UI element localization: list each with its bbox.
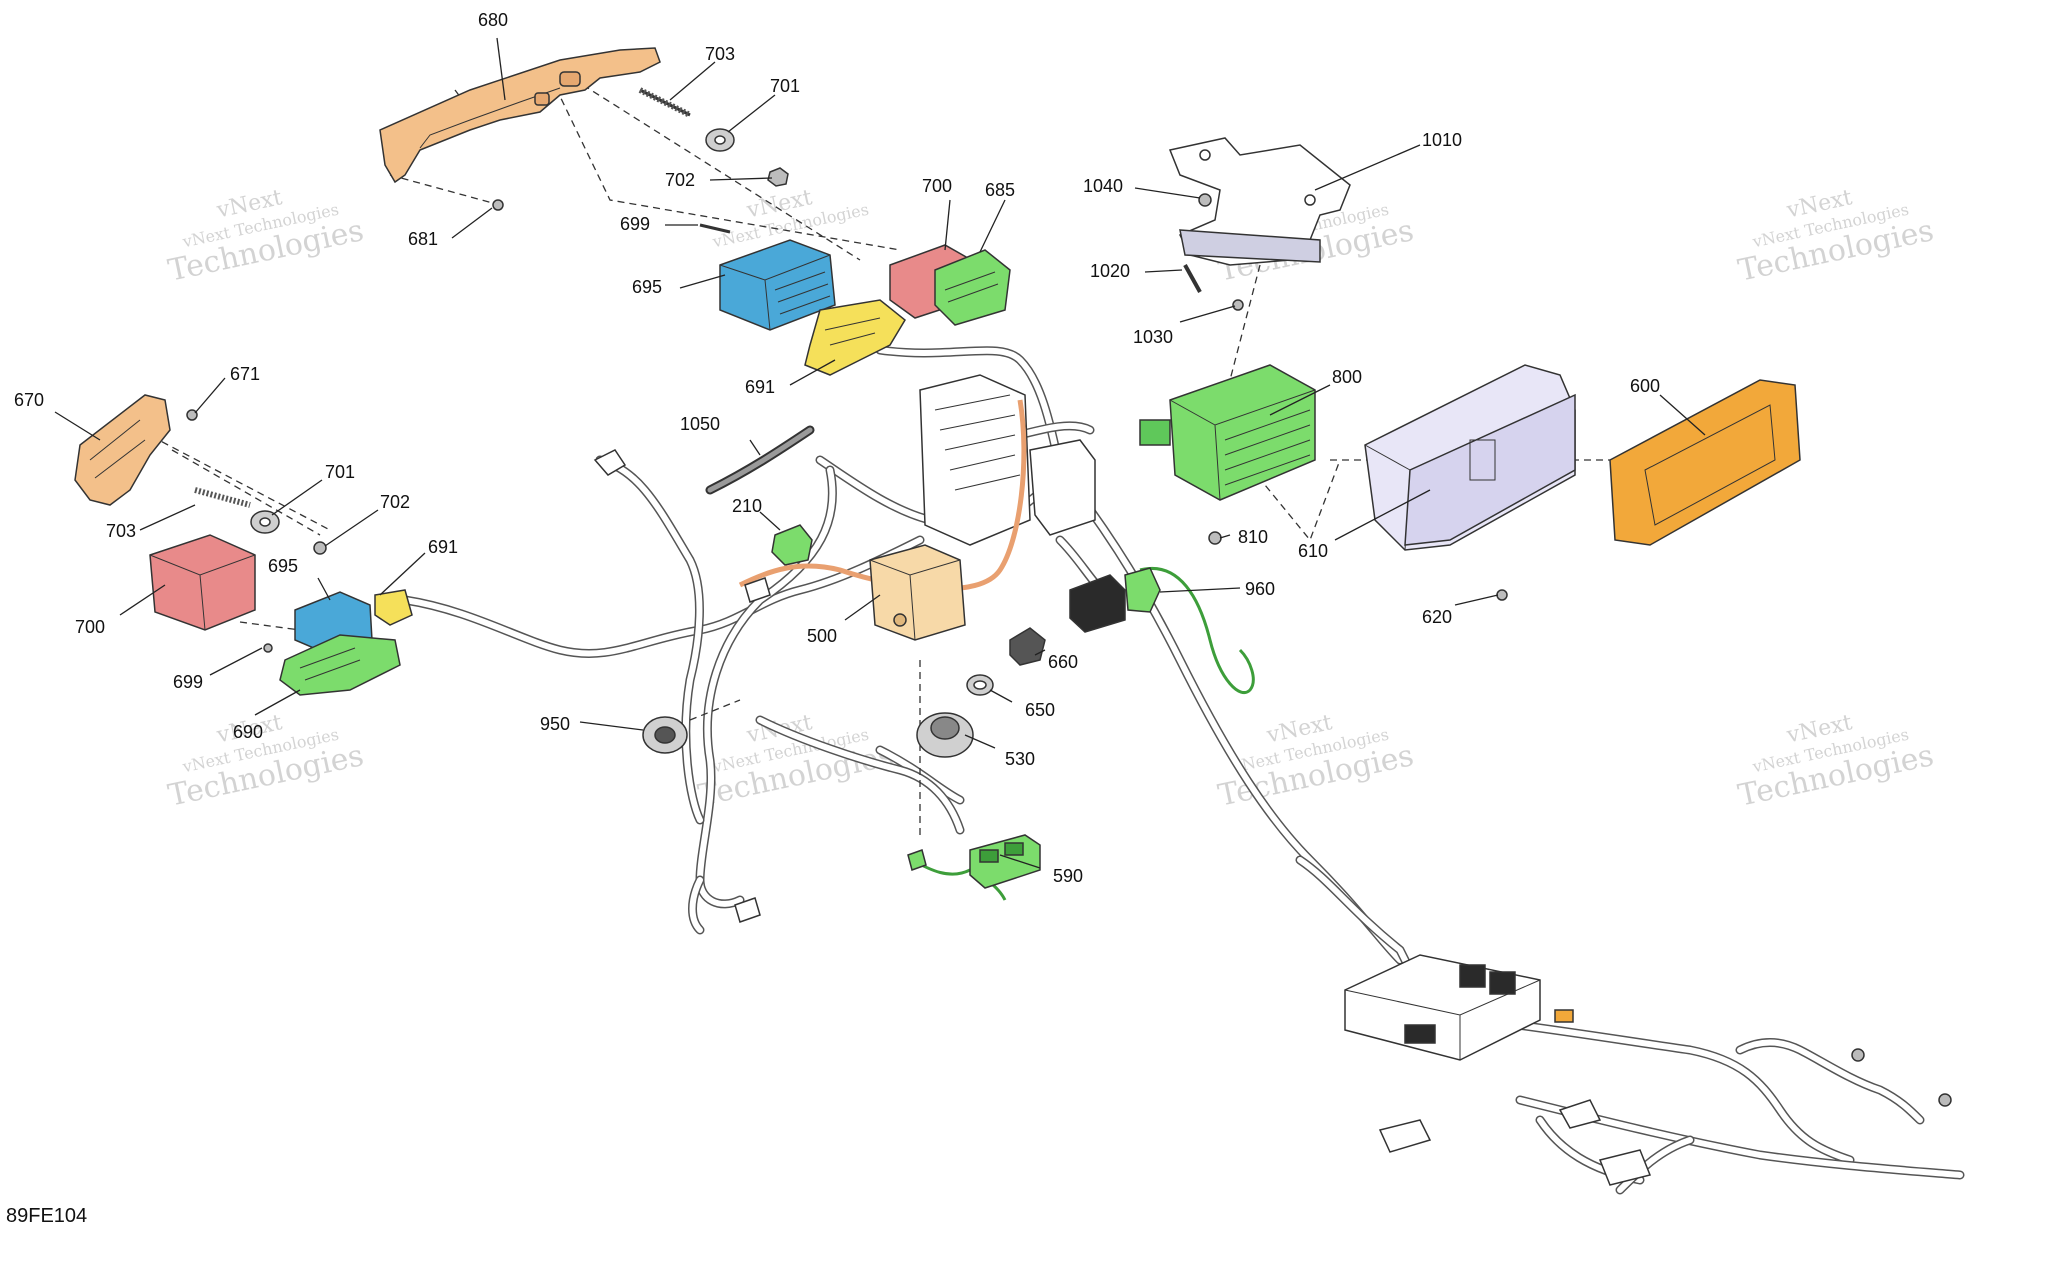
rear-fuse-box [1344, 954, 1574, 1061]
callout-660: 660 [1048, 652, 1078, 672]
part-701-washer-left [250, 510, 280, 534]
callout-695: 695 [632, 277, 662, 297]
part-702-nut-left [313, 541, 327, 555]
part-590-switch [907, 834, 1041, 889]
part-210-connector [771, 524, 813, 566]
harness-connectors [593, 449, 1952, 1186]
callout-670: 670 [14, 390, 44, 410]
figure-code: 89FE104 [6, 1205, 87, 1227]
callout-681: 681 [408, 229, 438, 249]
callout-690: 690 [233, 722, 263, 742]
callout-530: 530 [1005, 749, 1035, 769]
callout-680: 680 [478, 10, 508, 30]
part-650-grommet [966, 674, 994, 696]
callout-labels: 680 703 701 702 681 699 700 685 695 691 … [14, 10, 1660, 886]
part-1040-screw [1198, 193, 1212, 207]
part-800-module [1139, 364, 1316, 501]
part-695-module [719, 239, 836, 331]
callout-1030: 1030 [1133, 327, 1173, 347]
dashed-assembly-lines [129, 84, 1640, 840]
watermark-7: vNext vNext Technologies Technologies [1215, 710, 1416, 813]
part-1050-sleeve [705, 425, 815, 495]
part-500-module [869, 544, 966, 641]
part-620-screw [1496, 589, 1508, 601]
part-681-screw [492, 199, 504, 211]
part-1030-nut [1232, 299, 1244, 311]
watermark-1: vNext vNext Technologies Technologies [165, 185, 366, 288]
part-950-sensor [642, 716, 688, 754]
callout-699: 699 [620, 214, 650, 234]
callout-691: 691 [745, 377, 775, 397]
callout-620: 620 [1422, 607, 1452, 627]
part-703-bolt-left [194, 487, 251, 508]
part-703-bolt [638, 87, 692, 118]
part-680-bracket [379, 47, 661, 184]
callout-590: 590 [1053, 866, 1083, 886]
part-530-sensor [916, 712, 974, 758]
watermark-5: vNext vNext Technologies Technologies [165, 710, 366, 813]
part-960-connector [1069, 567, 1161, 633]
callout-702: 702 [665, 170, 695, 190]
central-junction-block [919, 374, 1096, 546]
callout-701: 701 [770, 76, 800, 96]
callout-1040: 1040 [1083, 176, 1123, 196]
callout-703: 703 [705, 44, 735, 64]
callout-610: 610 [1298, 541, 1328, 561]
callout-685: 685 [985, 180, 1015, 200]
part-1010-bracket [1168, 137, 1351, 266]
callout-699-left: 699 [173, 672, 203, 692]
part-701-washer [705, 128, 735, 152]
callout-1020: 1020 [1090, 261, 1130, 281]
part-600-module [1609, 379, 1801, 546]
callout-703-left: 703 [106, 521, 136, 541]
callout-650: 650 [1025, 700, 1055, 720]
watermark-4: vNext vNext Technologies Technologies [1735, 185, 1936, 288]
part-671-screw [186, 409, 198, 421]
callout-210: 210 [732, 496, 762, 516]
part-700-module-left [149, 534, 256, 631]
part-660-connector [1009, 627, 1046, 666]
callout-671: 671 [230, 364, 260, 384]
callout-500: 500 [807, 626, 837, 646]
part-685-connector [934, 249, 1011, 326]
callout-600: 600 [1630, 376, 1660, 396]
part-810-screw [1208, 531, 1222, 545]
part-690-bracket [279, 634, 401, 696]
callout-800: 800 [1332, 367, 1362, 387]
part-702-nut [767, 167, 789, 187]
part-1020-bolt [1183, 264, 1202, 293]
callout-702-left: 702 [380, 492, 410, 512]
ground-wire-960 [1139, 567, 1255, 694]
part-699-screw [699, 223, 731, 234]
part-691-bracket [804, 299, 906, 376]
leader-lines [54, 37, 1706, 869]
watermark-8: vNext vNext Technologies Technologies [1735, 710, 1936, 813]
callout-810: 810 [1238, 527, 1268, 547]
callout-700-left: 700 [75, 617, 105, 637]
callout-960: 960 [1245, 579, 1275, 599]
part-670-bracket [74, 394, 171, 506]
callout-700: 700 [922, 176, 952, 196]
callout-691-left: 691 [428, 537, 458, 557]
watermark-2: vNext vNext Technologies [710, 185, 870, 251]
callout-1050: 1050 [680, 414, 720, 434]
callout-1010: 1010 [1422, 130, 1462, 150]
part-699-screw-left [263, 643, 273, 653]
part-610-housing [1364, 364, 1576, 551]
callout-701-left: 701 [325, 462, 355, 482]
callout-695-left: 695 [268, 556, 298, 576]
part-691-bracket-left [374, 589, 413, 626]
watermark-6: vNext vNext Technologies Technologies [695, 710, 896, 813]
callout-950: 950 [540, 714, 570, 734]
